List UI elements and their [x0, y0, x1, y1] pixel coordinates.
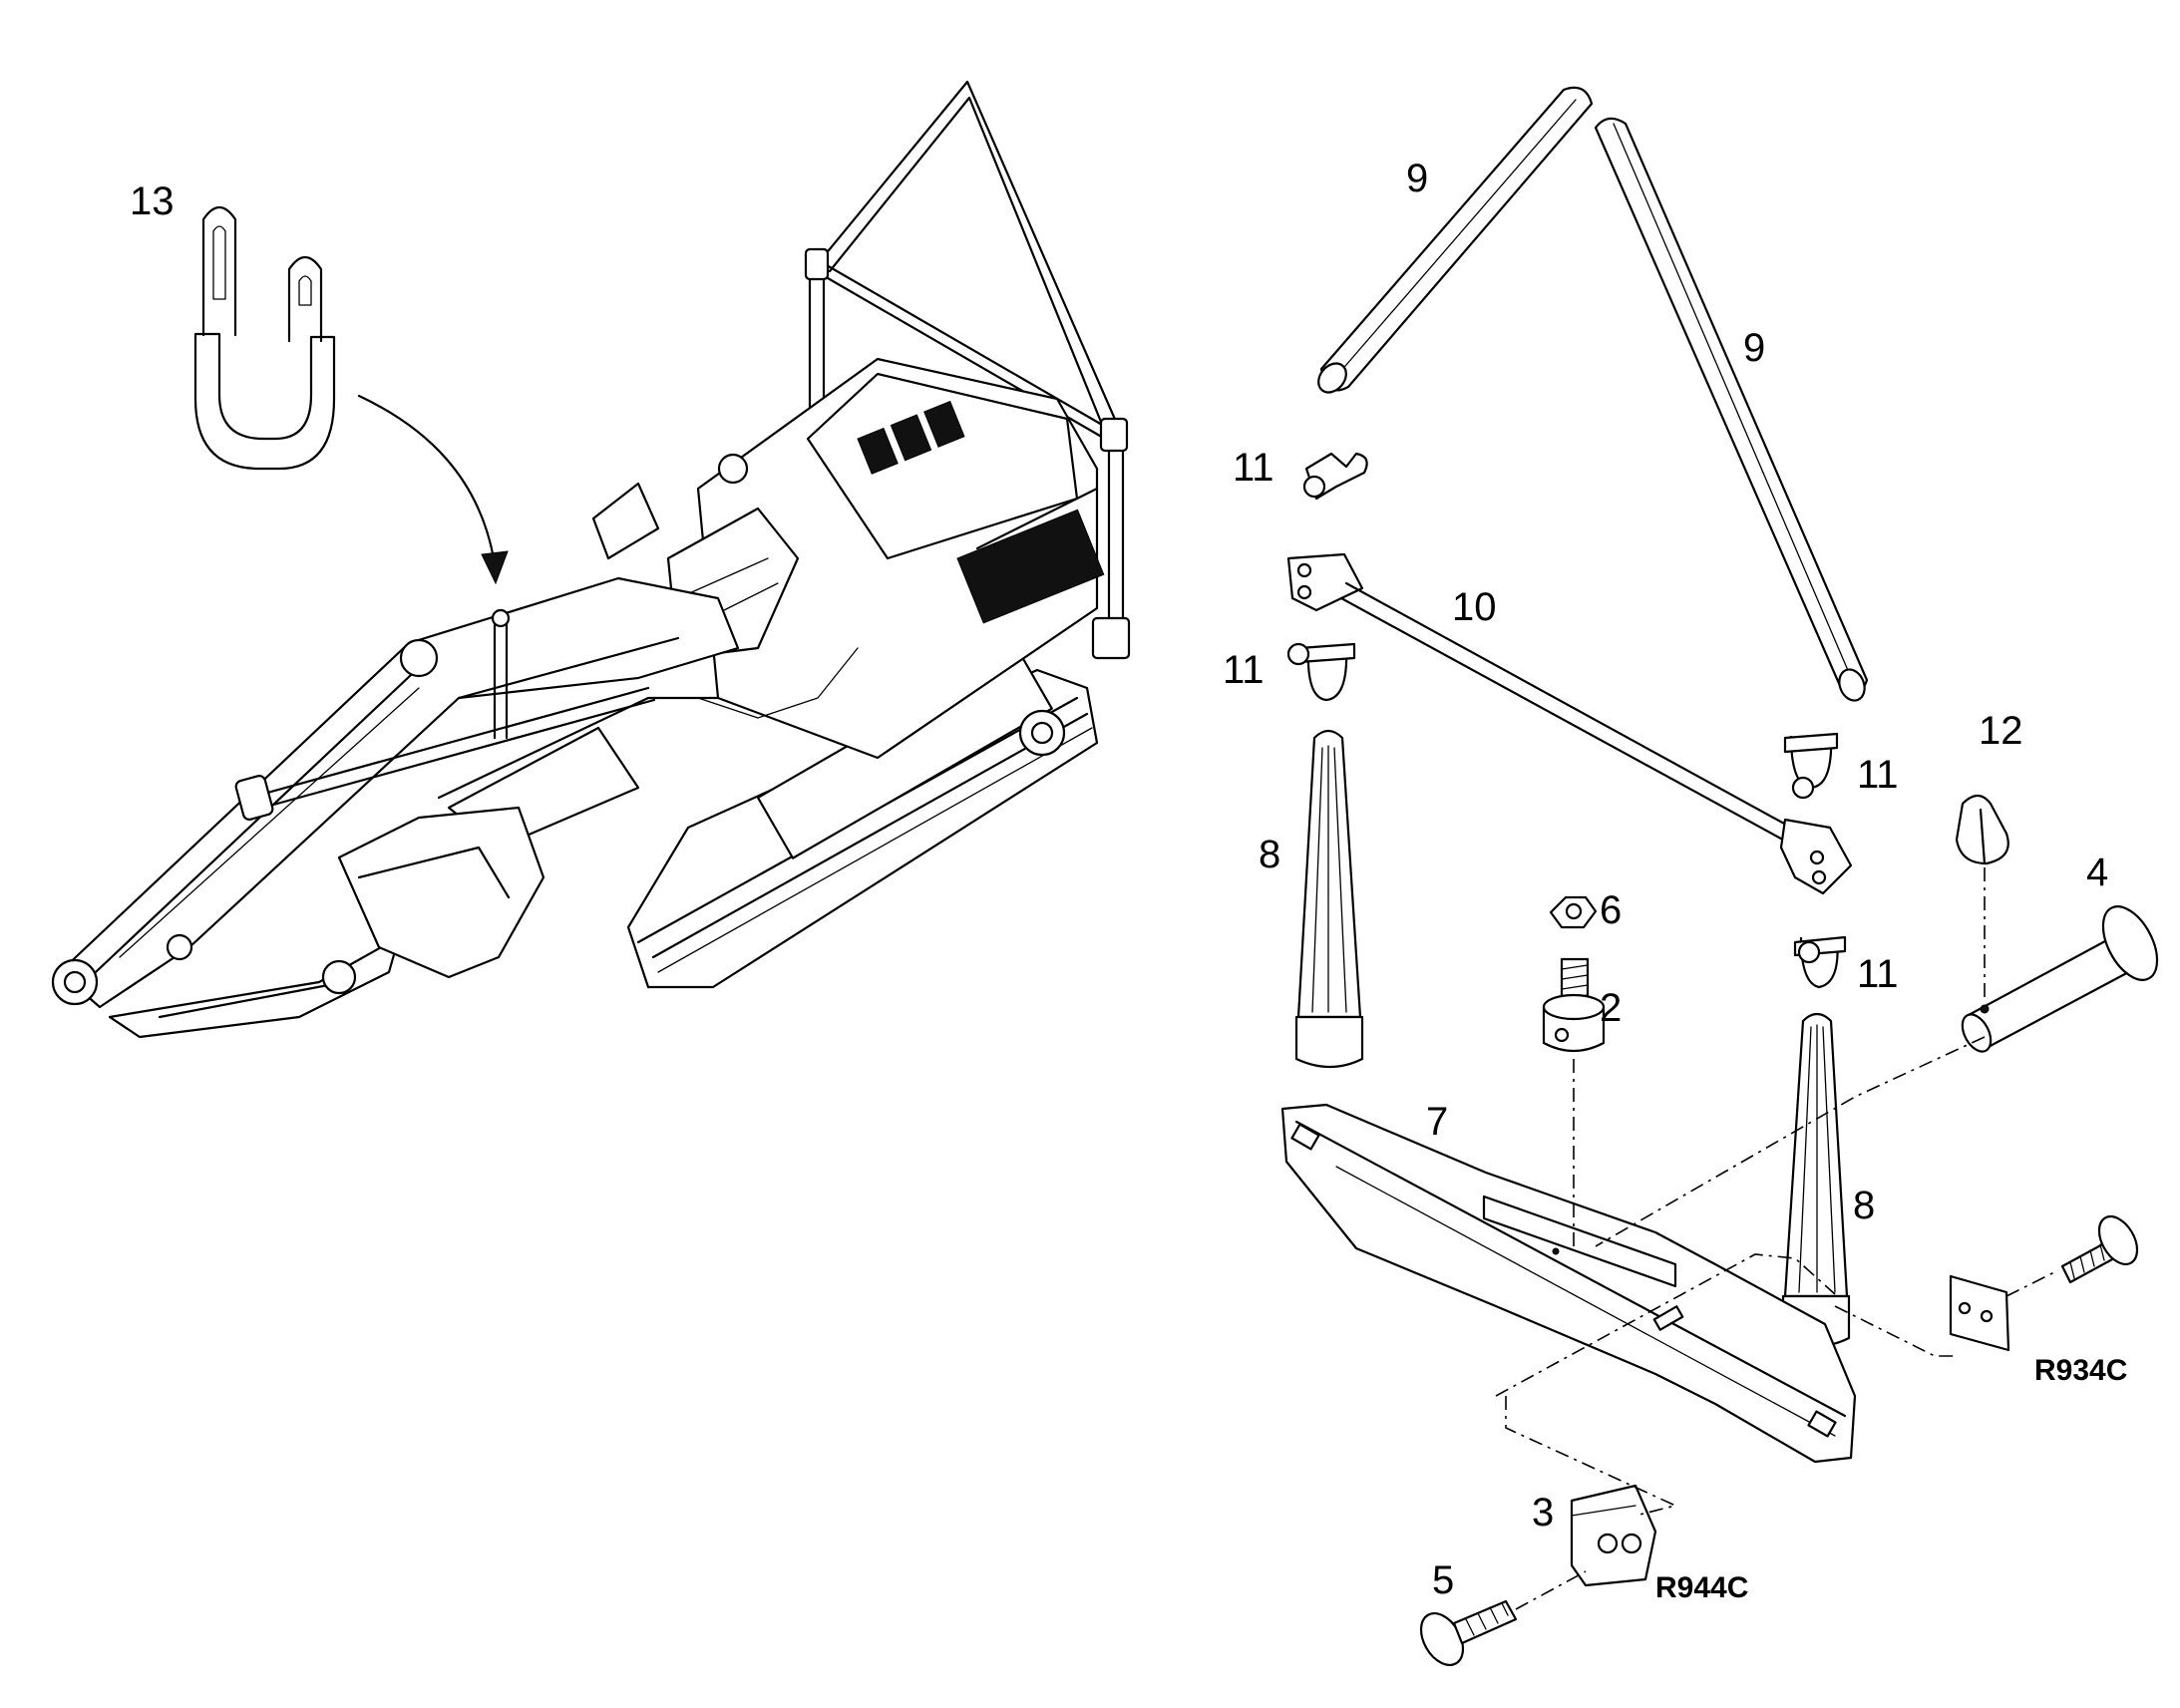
item11-shackle-2: [1286, 642, 1356, 702]
label-item-9-right: 9: [1743, 326, 1765, 370]
item11-shackle-3: [1783, 732, 1839, 800]
label-item-6: 6: [1600, 888, 1622, 932]
excavator-lifting-frame: [804, 80, 1131, 660]
label-item-4: 4: [2086, 851, 2108, 894]
excavator-illustration: [51, 80, 1131, 1039]
reference-r934c: R934C: [2034, 1354, 2127, 1387]
item8-sling-left: [1294, 729, 1364, 1069]
item11-shackle-1: [1302, 452, 1368, 501]
label-item-8-left: 8: [1259, 833, 1280, 876]
label-item-11-b: 11: [1223, 648, 1265, 692]
label-item-11-a: 11: [1233, 446, 1274, 490]
label-item-8-right: 8: [1853, 1184, 1875, 1227]
assembly-centerlines: [1495, 867, 2059, 1610]
label-item-10: 10: [1452, 585, 1497, 629]
r944c-block: [1570, 1484, 1657, 1587]
r934c-screw: [2060, 1215, 2139, 1284]
item9-bar-right: [1594, 117, 1869, 702]
label-item-7: 7: [1426, 1100, 1448, 1144]
label-item-11-c: 11: [1857, 753, 1899, 797]
item7-lifting-bar: [1280, 1103, 1857, 1464]
reference-r944c: R944C: [1655, 1571, 1748, 1604]
item8-sling-right: [1781, 1012, 1851, 1348]
excavator-boom: [51, 576, 740, 1039]
item13-u-clip: [193, 205, 336, 471]
item12-lock-pin: [1955, 794, 2009, 865]
label-item-3: 3: [1532, 1491, 1554, 1535]
item9-bar-left: [1317, 86, 1594, 394]
item11-shackle-4: [1793, 935, 1847, 989]
item4-pin: [1961, 905, 2159, 1053]
label-item-12: 12: [1979, 709, 2023, 753]
item10-spreader-beam: [1286, 552, 1853, 895]
label-item-5: 5: [1432, 1558, 1454, 1602]
item13-pointer-arrow: [357, 394, 509, 585]
label-item-9-left: 9: [1406, 157, 1428, 200]
item6-nut: [1549, 895, 1598, 929]
excavator-upperstructure: [591, 357, 1105, 760]
label-item-11-d: 11: [1857, 952, 1899, 996]
label-item-13: 13: [130, 179, 175, 223]
label-item-2: 2: [1600, 986, 1622, 1030]
r934c-plate: [1949, 1274, 2010, 1352]
item5-screw: [1419, 1599, 1518, 1666]
item2-sleeve: [1542, 957, 1606, 1053]
